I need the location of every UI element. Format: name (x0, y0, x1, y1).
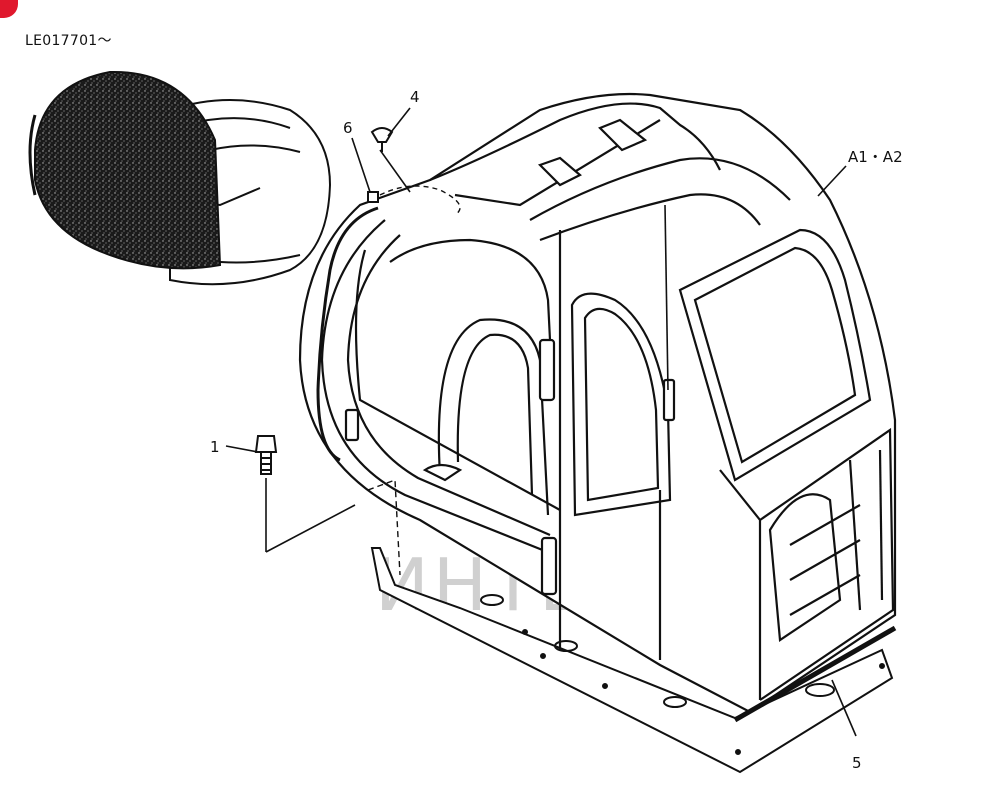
callout-assembly: A1・A2 (848, 148, 903, 166)
base-plate (370, 547, 894, 774)
part-bolt-1 (254, 435, 278, 475)
part-cap-6 (367, 191, 379, 203)
serial-range-label: LE017701～ (25, 33, 112, 49)
callout-1: 1 (210, 438, 220, 456)
callout-5: 5 (852, 754, 862, 772)
leader-lines (225, 107, 857, 737)
seat-illustration (28, 70, 332, 286)
cab-body (298, 92, 897, 723)
callout-4: 4 (410, 88, 420, 106)
part-clip-4 (370, 127, 394, 152)
callout-6: 6 (343, 119, 353, 137)
corner-mark (0, 0, 18, 18)
